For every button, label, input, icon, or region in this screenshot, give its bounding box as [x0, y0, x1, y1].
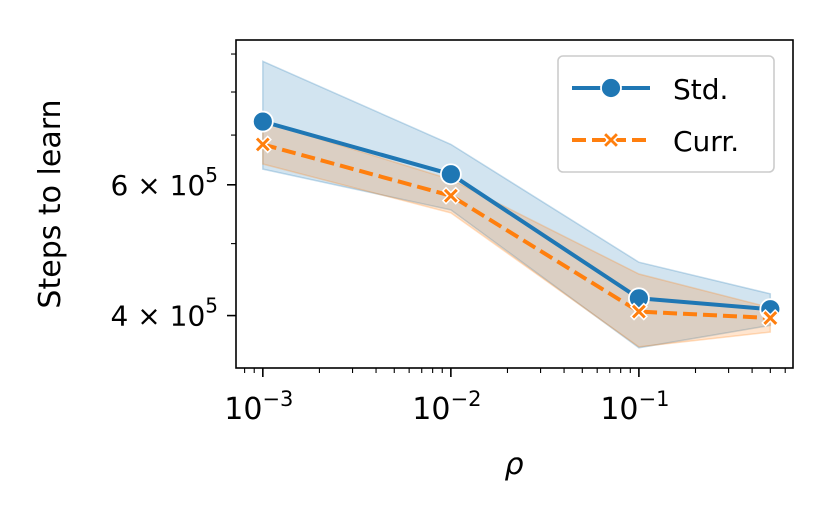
point-curr-0 [253, 135, 272, 154]
series-line-curr [262, 142, 771, 320]
point-curr-3 [761, 308, 780, 328]
legend-frame [557, 55, 775, 173]
legend-label-std: Std. [673, 73, 728, 106]
x-tick-exponent: −1 [639, 387, 670, 411]
y-tick-part: 4 [111, 300, 138, 333]
x-tick-base: 10 [224, 392, 262, 427]
legend-label-curr: Curr. [673, 125, 739, 158]
x-tick-exponent: −2 [450, 387, 481, 411]
legend-marker-curr [601, 130, 621, 150]
x-tick-label-2: 10−1 [600, 387, 669, 427]
x-tick-label-1: 10−2 [412, 387, 481, 427]
y-axis-label: Steps to learn [33, 99, 68, 308]
y-tick-label-1: 6 × 105 [111, 163, 218, 202]
x-tick-label-0: 10−3 [224, 387, 293, 427]
point-std-0 [251, 110, 274, 133]
point-std-1 [439, 163, 462, 186]
ci-band-std [262, 60, 772, 349]
y-tick-label-0: 4 × 105 [111, 294, 218, 333]
point-curr-1 [441, 186, 460, 205]
y-tick-part: × [137, 169, 169, 202]
y-tick-part: × [137, 300, 169, 333]
legend-marker-std [600, 77, 622, 99]
legend: Std. Curr. [557, 55, 775, 173]
y-tick-part: 10 [170, 300, 206, 333]
y-tick-part: 10 [170, 169, 206, 202]
plot-frame [235, 39, 794, 369]
series-line-std [262, 119, 771, 312]
y-tick-exponent: 5 [205, 163, 218, 187]
x-axis-label: ρ [504, 447, 523, 482]
series-markers [251, 110, 782, 328]
y-tick-part: 6 [111, 169, 138, 202]
series-lines [262, 119, 771, 320]
y-tick-exponent: 5 [205, 294, 218, 318]
x-tick-base: 10 [412, 392, 450, 427]
x-tick-base: 10 [600, 392, 638, 427]
point-curr-2 [629, 302, 648, 321]
x-tick-exponent: −3 [262, 387, 293, 411]
